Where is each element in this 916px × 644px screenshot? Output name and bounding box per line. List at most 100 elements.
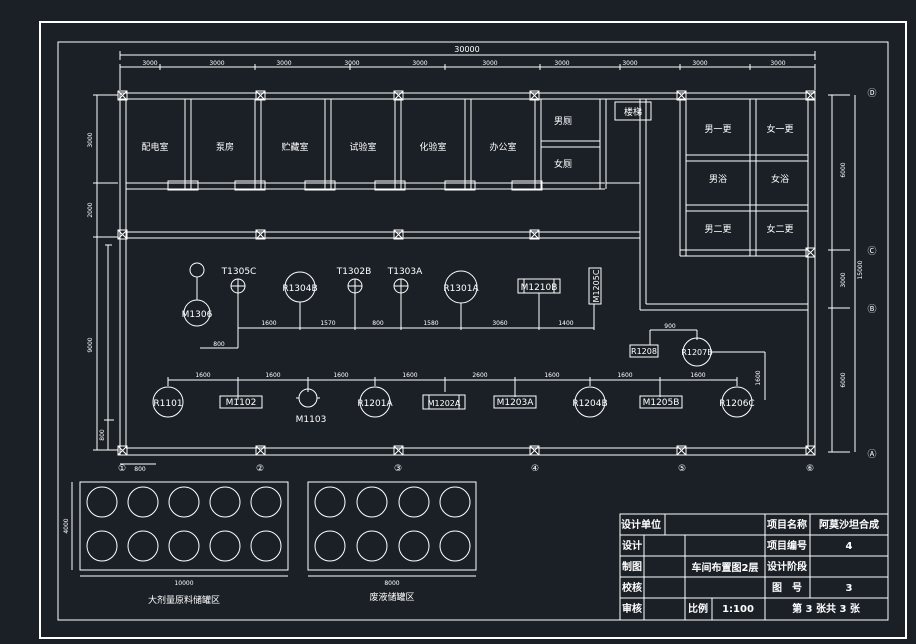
tb-project-no-label: 项目编号 <box>767 539 807 552</box>
dim-storage-right-width: 8000 <box>384 580 399 587</box>
label-r1201a: R1201A <box>357 399 393 409</box>
dim-row2-vertical: 1600 <box>755 370 762 385</box>
dim-row3-7: 1600 <box>690 372 705 379</box>
tb-review: 审核 <box>622 602 642 615</box>
label-t1303a: T1303A <box>387 267 423 277</box>
room-chem-lab: 化验室 <box>419 141 446 153</box>
axis-row-d: Ⓓ <box>867 88 876 99</box>
dim-row1-6: 1400 <box>558 320 573 327</box>
dim-row3-5: 1600 <box>544 372 559 379</box>
tb-drawing-title: 车间布置图2层 <box>692 561 759 574</box>
room-stairs: 楼梯 <box>624 106 642 118</box>
right-dimensions: 6000 3000 6000 15000 <box>828 94 864 453</box>
equip-m1102 <box>219 395 263 409</box>
room-pump: 泵房 <box>216 141 234 153</box>
vessel-r1101 <box>152 386 184 418</box>
axis-col-6: ⑥ <box>806 464 814 474</box>
room-female-change-2: 女二更 <box>766 223 793 235</box>
tb-project-no-value: 4 <box>846 541 853 552</box>
dim-row1-0: 800 <box>213 341 225 348</box>
dim-row3-2: 1600 <box>333 372 348 379</box>
label-m1202a: M1202A <box>428 399 461 408</box>
axis-col-3: ③ <box>394 464 402 474</box>
equipment-row-3: 1600 1600 1600 1600 2600 1600 1600 1600 … <box>152 372 755 425</box>
room-male-change-1: 男一更 <box>704 124 731 135</box>
label-m1210b: M1210B <box>521 283 558 293</box>
equipment-row-2: 900 R1208 R1207B 1600 <box>629 323 766 400</box>
tb-drawing-no-label: 图 号 <box>772 582 802 594</box>
dim-storage-left-width: 10000 <box>174 580 193 587</box>
dim-row3-6: 1600 <box>617 372 632 379</box>
left-dimensions: 3000 2000 9000 800 <box>87 94 118 451</box>
room-female-change-1: 女一更 <box>766 123 793 135</box>
title-block: 设计单位 设计 制图 校核 审核 车间布置图2层 比例 1:100 项目名称 阿… <box>619 513 889 621</box>
dim-top-6: 3000 <box>554 60 569 67</box>
vessel-r1206c <box>721 386 753 418</box>
tb-drafting: 制图 <box>622 560 642 573</box>
tb-stage-label: 设计阶段 <box>767 560 807 573</box>
tank-m1306-top <box>189 262 205 278</box>
equip-r1208 <box>629 344 659 358</box>
axis-labels: ① ② ③ ④ ⑤ ⑥ 800 Ⓐ Ⓑ Ⓒ Ⓓ <box>118 88 877 474</box>
dim-top-9: 3000 <box>770 60 785 67</box>
label-m1205c: M1205C <box>592 269 601 302</box>
dim-top-5: 3000 <box>482 60 497 67</box>
label-r1101: R1101 <box>153 399 182 409</box>
dim-row1-5: 3060 <box>492 320 507 327</box>
room-male-shower: 男浴 <box>709 174 727 185</box>
dim-row3-1: 1600 <box>265 372 280 379</box>
dim-top-8: 3000 <box>692 60 707 67</box>
label-t1302b: T1302B <box>336 267 372 277</box>
dim-top-4: 3000 <box>412 60 427 67</box>
label-m1306: M1306 <box>182 310 213 320</box>
equip-m1205c <box>588 267 602 305</box>
label-m1203a: M1203A <box>497 398 535 408</box>
dim-storage-height: 4000 <box>63 518 70 533</box>
equip-m1205b <box>639 395 683 409</box>
dim-bottom-offset: 800 <box>134 466 146 473</box>
inner-frame <box>57 41 889 621</box>
vessel-m1306 <box>183 299 211 327</box>
vessel-r1201a <box>359 386 391 418</box>
dim-row3-4: 2600 <box>472 372 487 379</box>
room-female-shower: 女浴 <box>771 173 789 185</box>
tb-sheet-text: 第 3 张共 3 张 <box>792 602 861 615</box>
tb-project-name-label: 项目名称 <box>767 518 807 531</box>
storage-left: 4000 10000 大剂量原料储罐区 <box>63 481 289 606</box>
storage-right-label: 废液储罐区 <box>369 591 414 603</box>
dim-left-upper: 3000 <box>87 132 94 147</box>
dim-right-lower: 6000 <box>840 372 847 387</box>
room-mens-toilet: 男厕 <box>554 116 572 127</box>
dim-total-width: 30000 <box>454 45 479 54</box>
dim-row1-4: 1580 <box>423 320 438 327</box>
tb-design: 设计 <box>622 539 642 552</box>
label-m1102: M1102 <box>226 398 257 408</box>
dim-top-first: 3000 <box>142 60 157 67</box>
dim-top-7: 3000 <box>622 60 637 67</box>
label-r1304b: R1304B <box>282 284 317 294</box>
dim-left-lower: 9000 <box>87 337 94 352</box>
outer-frame <box>39 21 907 639</box>
storage-right: 8000 废液储罐区 <box>307 481 477 603</box>
equip-m1202a <box>422 394 466 410</box>
label-t1305c: T1305C <box>221 267 257 277</box>
dim-right-total: 15000 <box>857 260 864 279</box>
label-r1204b: R1204B <box>572 399 607 409</box>
room-labels: 配电室 泵房 贮藏室 试验室 化验室 办公室 男厕 女厕 楼梯 男一更 女一更 … <box>141 106 793 235</box>
storage-left-label: 大剂量原料储罐区 <box>148 594 220 606</box>
dim-left-corridor: 2000 <box>87 202 94 217</box>
dim-row1-2: 1570 <box>320 320 335 327</box>
label-r1301a: R1301A <box>443 284 479 294</box>
building-walls <box>117 90 816 456</box>
dim-row1-1: 1600 <box>261 320 276 327</box>
dim-top-3: 3000 <box>344 60 359 67</box>
label-m1205b: M1205B <box>643 398 680 408</box>
room-power-distribution: 配电室 <box>141 141 168 153</box>
dim-right-upper: 6000 <box>840 162 847 177</box>
dim-right-mid: 3000 <box>840 272 847 287</box>
axis-col-5: ⑤ <box>678 464 686 474</box>
tb-scale-label: 比例 <box>688 602 708 615</box>
equip-m1203a <box>493 395 537 409</box>
axis-row-c: Ⓒ <box>867 246 876 257</box>
